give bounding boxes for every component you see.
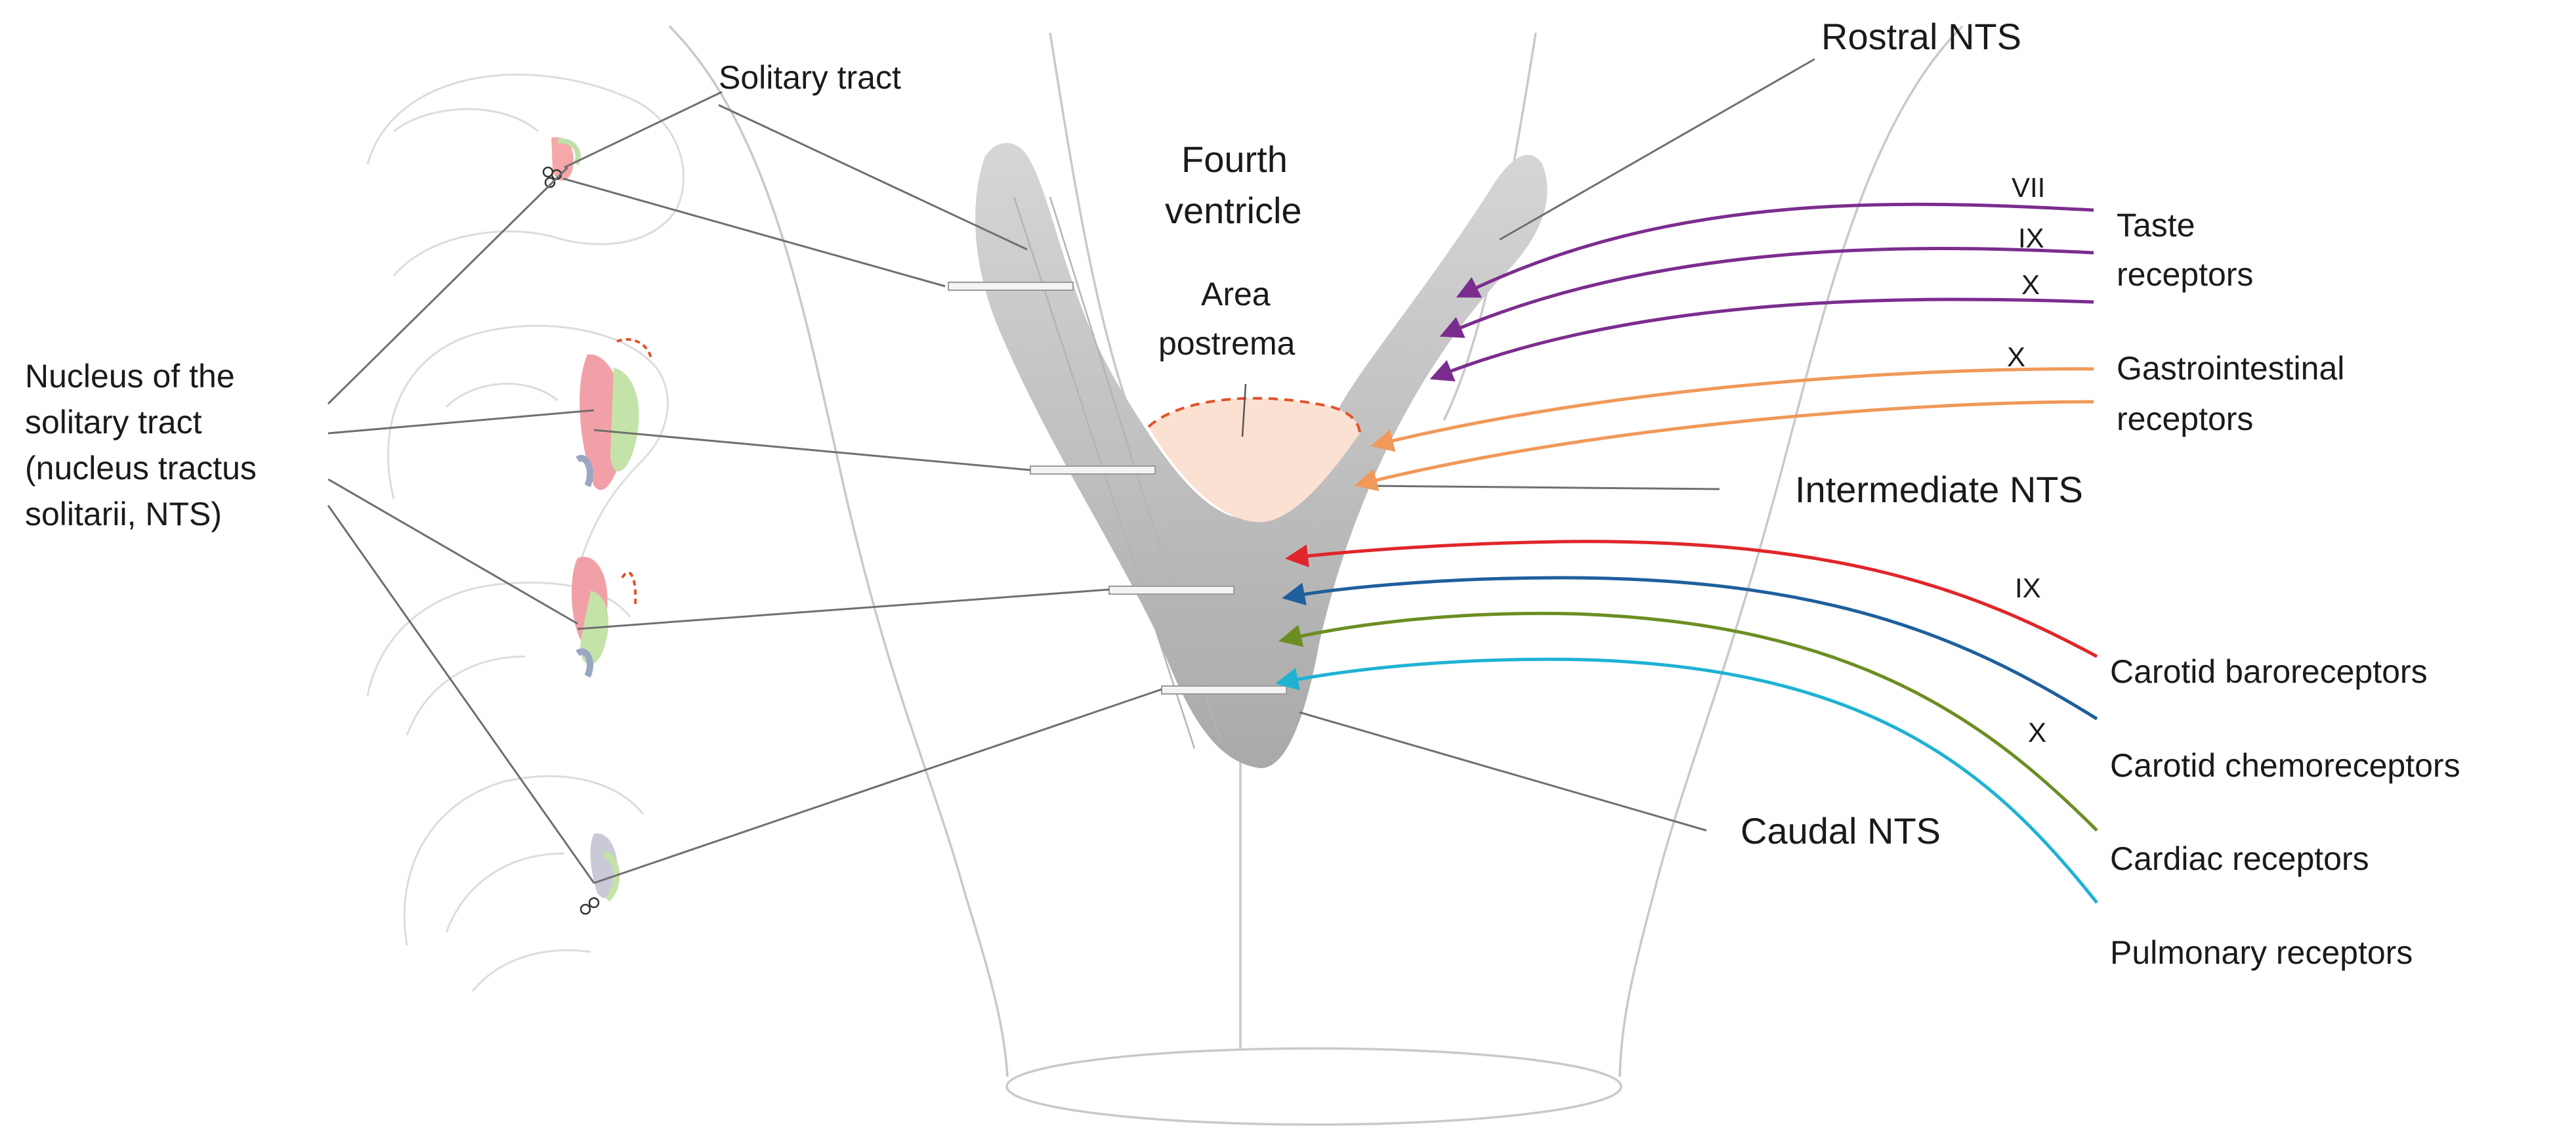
chemoreceptor-fibre <box>1282 576 2098 721</box>
nts-label-line3: (nucleus tractus <box>25 450 257 486</box>
carotid-chemoreceptors-label: Carotid chemoreceptors <box>2110 747 2460 784</box>
nts-label-line4: solitarii, NTS) <box>25 496 222 532</box>
taste-label-line2: receptors <box>2117 256 2253 293</box>
section-sketches <box>366 74 685 992</box>
area-postrema-line2: postrema <box>1158 325 1296 362</box>
baroreceptor-fibre <box>1285 540 2098 658</box>
gi-fibre-2 <box>1354 400 2094 492</box>
fourth-ventricle-line1: Fourth <box>1181 139 1288 180</box>
taste-label-line1: Taste <box>2117 207 2195 244</box>
leader-lines <box>327 58 1815 884</box>
nerve-label-x-gi: X <box>2007 341 2025 372</box>
nerve-label-x-cardio: X <box>2028 717 2046 748</box>
gi-fibre-1 <box>1370 367 2094 452</box>
nerve-label-ix-cardio: IX <box>2015 572 2041 603</box>
cardiac-receptors-label: Cardiac receptors <box>2110 840 2369 877</box>
taste-fibre-x <box>1429 297 2094 381</box>
taste-fibre-vii <box>1456 202 2094 298</box>
carotid-baroreceptors-label: Carotid baroreceptors <box>2110 653 2428 690</box>
nerve-label-x-taste: X <box>2021 269 2040 300</box>
gi-label-line1: Gastrointestinal <box>2117 350 2344 387</box>
intermediate-nts-label: Intermediate NTS <box>1795 469 2083 510</box>
brainstem-outline <box>668 25 1964 1126</box>
pulmonary-fibre <box>1275 657 2098 904</box>
pulmonary-receptors-label: Pulmonary receptors <box>2110 934 2413 971</box>
afferent-fibres <box>1275 202 2098 904</box>
text-labels: Solitary tract Nucleus of the solitary t… <box>25 16 2460 971</box>
nerve-label-vii: VII <box>2012 172 2045 203</box>
rostral-nts-label: Rostral NTS <box>1821 16 2021 57</box>
solitary-tract-label: Solitary tract <box>719 59 901 96</box>
cardiac-fibre <box>1278 611 2098 832</box>
nerve-label-ix-taste: IX <box>2018 223 2044 253</box>
gi-label-line2: receptors <box>2117 400 2253 437</box>
caudal-nts-label: Caudal NTS <box>1741 810 1941 851</box>
area-postrema-shape <box>1147 383 1361 523</box>
taste-fibre-ix <box>1439 247 2094 338</box>
fourth-ventricle-line2: ventricle <box>1165 190 1302 231</box>
area-postrema-line1: Area <box>1201 276 1271 312</box>
nts-label-line2: solitary tract <box>25 404 202 441</box>
nts-label-line1: Nucleus of the <box>25 358 235 395</box>
